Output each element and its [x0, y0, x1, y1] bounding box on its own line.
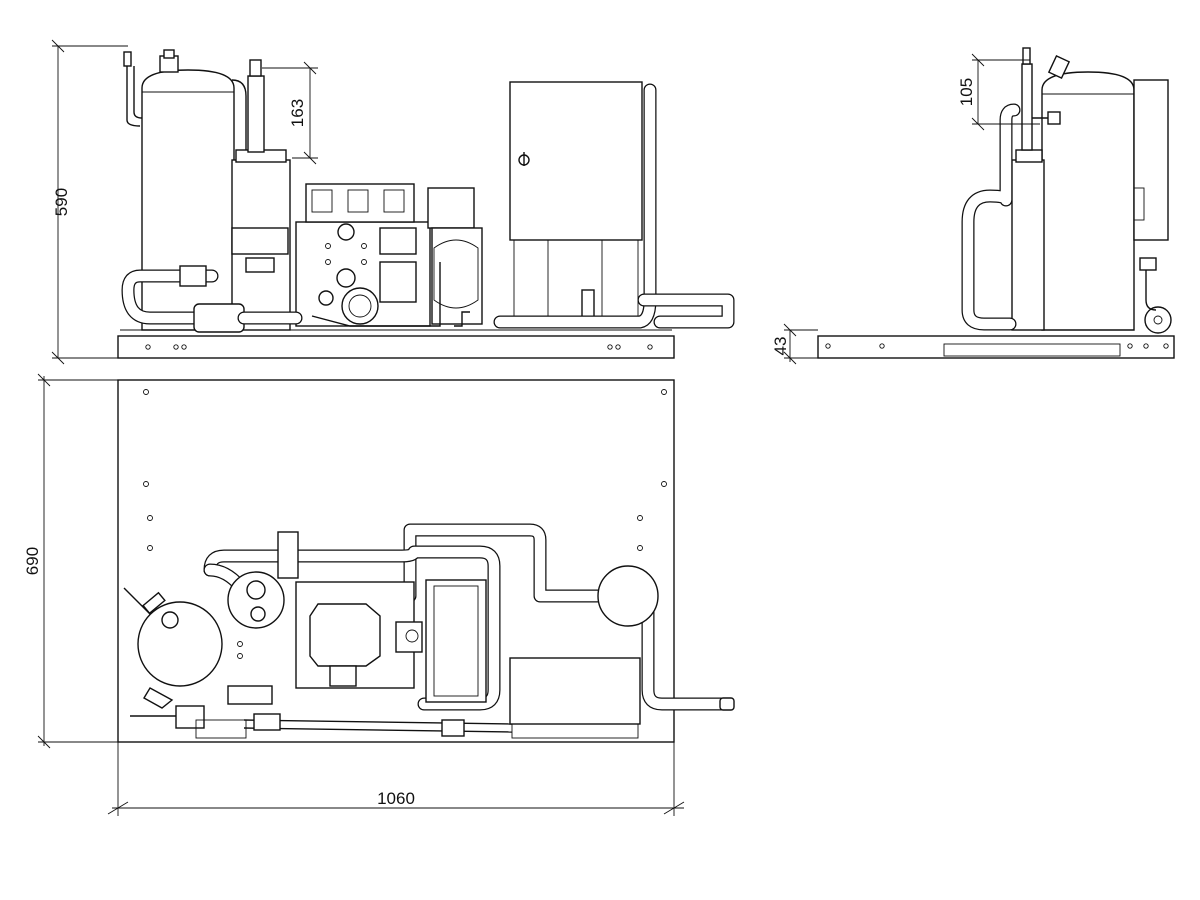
- liquid-receiver: [123, 49, 235, 331]
- plan-receiver: [123, 587, 223, 709]
- plan-depth-label: 690: [23, 547, 42, 575]
- plan-compressor: [295, 581, 423, 689]
- plan-dimensions: 690 1060: [23, 373, 685, 816]
- plan-motor: [425, 579, 487, 703]
- plan-accumulator: [227, 531, 299, 629]
- front-view: [117, 49, 735, 359]
- side-service-valve: [1139, 257, 1172, 334]
- front-motor: [427, 187, 483, 325]
- suction-accumulator: [231, 59, 291, 331]
- control-box: [509, 81, 643, 327]
- plan-width-label: 1060: [377, 789, 415, 808]
- front-dimensions: 590 163: [51, 39, 318, 365]
- base-height-label: 43: [771, 337, 790, 356]
- plan-view: [117, 379, 735, 743]
- side-view: [817, 47, 1175, 359]
- plan-oil-separator: [597, 565, 659, 627]
- side-dimensions: 105 43: [771, 53, 1040, 365]
- plan-valves: [175, 685, 735, 739]
- plan-control-box: [509, 657, 641, 739]
- front-pipework: [121, 83, 735, 333]
- side-pipework: [961, 103, 1061, 331]
- side-back-panel: [1133, 79, 1169, 241]
- front-height-label: 590: [52, 188, 71, 216]
- pipe-height-label: 163: [288, 99, 307, 127]
- side-receiver: [1041, 54, 1135, 331]
- side-accumulator: [1011, 47, 1045, 331]
- front-base-frame: [117, 335, 675, 359]
- side-base-frame: [817, 335, 1175, 359]
- front-compressor: [295, 183, 431, 327]
- side-pipe-height-label: 105: [957, 78, 976, 106]
